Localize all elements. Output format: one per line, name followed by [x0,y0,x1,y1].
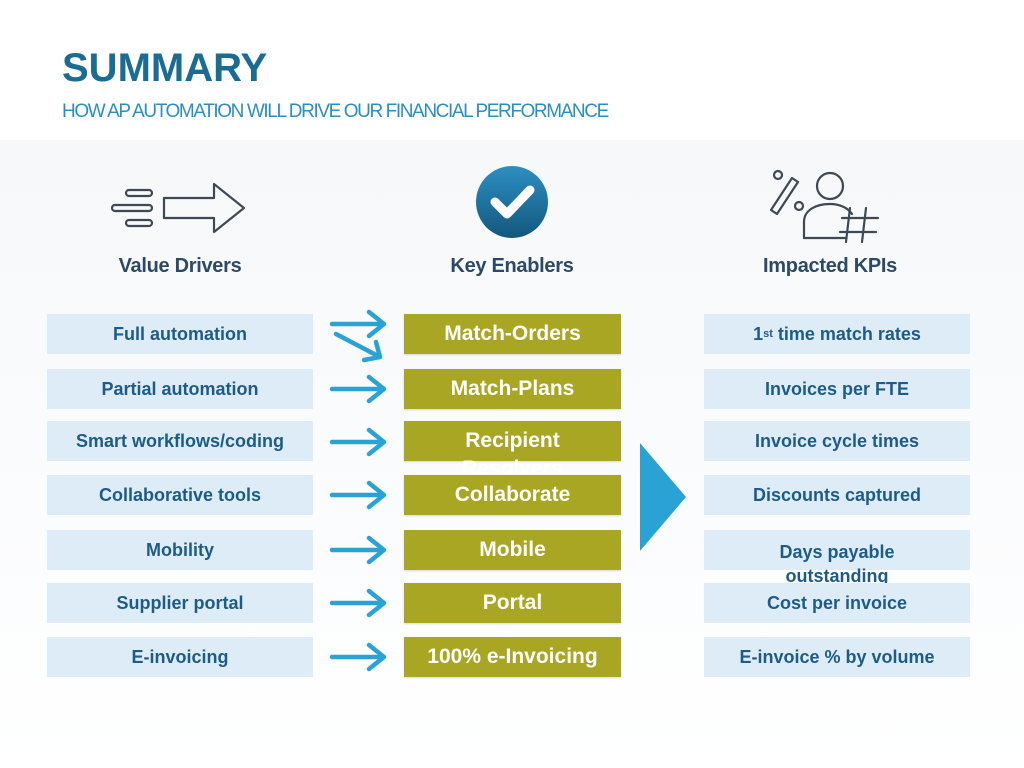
value-driver-full-automation: Full automation [47,314,313,354]
kpi-invoices-per-fte: Invoices per FTE [704,369,970,409]
arrow-icon [329,535,387,565]
key-enabler-mobile: Mobile [404,530,621,570]
arrow-icon [333,331,383,363]
key-enabler-overflow-text: Resolvers [462,457,563,473]
kpi-discounts-captured: Discounts captured [704,475,970,515]
kpi-first-time-lead: 1 [753,323,764,344]
key-enabler-portal: Portal [404,583,621,623]
key-enabler-recipient: Recipient [404,421,621,461]
key-enabler-collaborate: Collaborate [404,475,621,515]
kpi-days-payable-outstanding: Days payable outstanding [704,530,970,586]
kpi-e-invoice-volume: E-invoice % by volume [704,637,970,677]
key-enabler-match-plans: Match-Plans [404,369,621,409]
checkmark-icon [476,166,548,238]
kpi-invoice-cycle-times: Invoice cycle times [704,421,970,461]
value-driver-partial-automation: Partial automation [47,369,313,409]
column-heading-impacted-kpis: Impacted KPIs [763,255,897,277]
arrow-icon [329,427,387,457]
page-title: SUMMARY [62,46,268,90]
key-enabler-e-invoicing: 100% e-Invoicing [404,637,621,677]
value-driver-mobility: Mobility [47,530,313,570]
column-heading-value-drivers: Value Drivers [118,255,242,277]
kpi-first-time-superscript: st [763,328,773,340]
kpi-first-time-rest: time match rates [772,323,921,344]
percent-person-hash-icon [769,169,880,244]
connector-arrows [329,309,387,672]
arrow-right-icon [110,182,246,234]
arrow-icon [329,642,387,672]
arrow-icon [329,374,387,404]
key-enabler-match-orders: Match-Orders [404,314,621,354]
triangle-arrow-icon [640,443,686,551]
arrow-icon [329,480,387,510]
value-driver-e-invoicing: E-invoicing [47,637,313,677]
arrow-icon [329,588,387,618]
value-driver-smart-workflows: Smart workflows/coding [47,421,313,461]
value-driver-collaborative-tools: Collaborative tools [47,475,313,515]
value-driver-supplier-portal: Supplier portal [47,583,313,623]
column-heading-key-enablers: Key Enablers [450,255,574,277]
kpi-cost-per-invoice: Cost per invoice [704,583,970,623]
page-subtitle: HOW AP AUTOMATION WILL DRIVE OUR FINANCI… [62,101,609,122]
arrow-icon [329,309,387,339]
